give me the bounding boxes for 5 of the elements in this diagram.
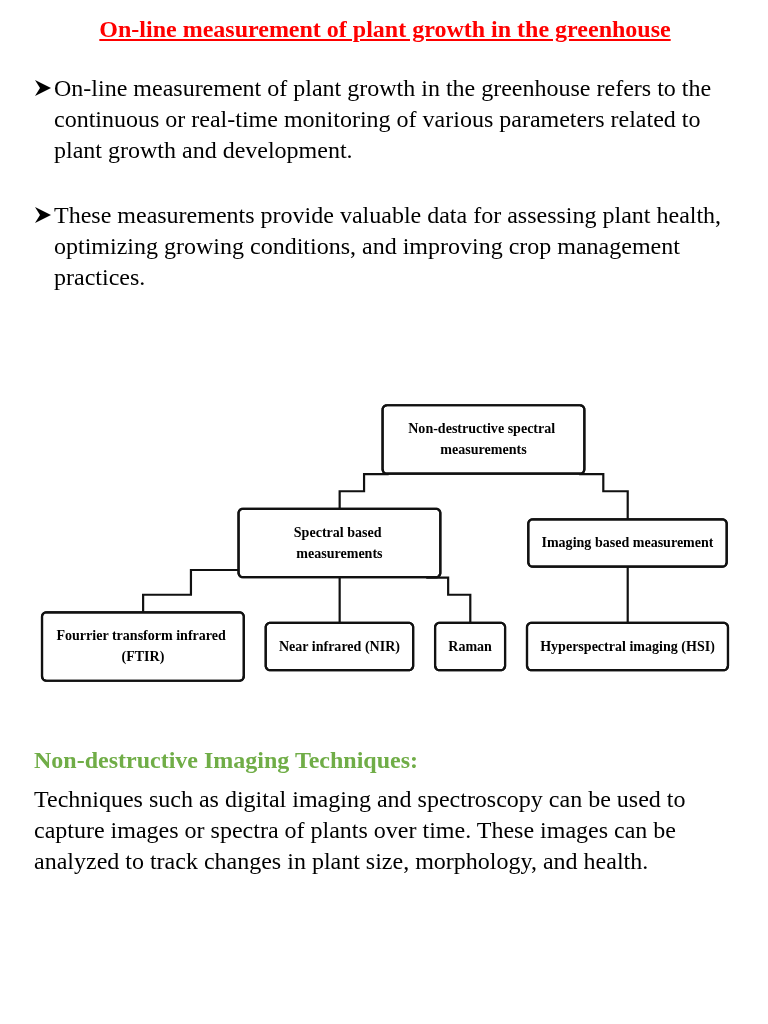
title: On-line measurement of plant growth in the greenhouse xyxy=(98,16,672,43)
paragraph: Techniques such as digital imaging and spectroscopy can be used to capture images or spectra of plants over time. These images can be analyzed to track changes in plant size, morphology, and health. xyxy=(34,785,687,876)
bullet-text: On-line measurement of plant growth in the greenhouse refers to the continuous or real-time monitoring of various parameters related to plant growth and development. xyxy=(53,74,713,165)
section-heading: Non-destructive Imaging Techniques: xyxy=(34,747,420,774)
bullet-text: These measurements provide valuable data for assessing plant health, optimizing growing conditions, and improving crop management practices. xyxy=(53,201,723,292)
